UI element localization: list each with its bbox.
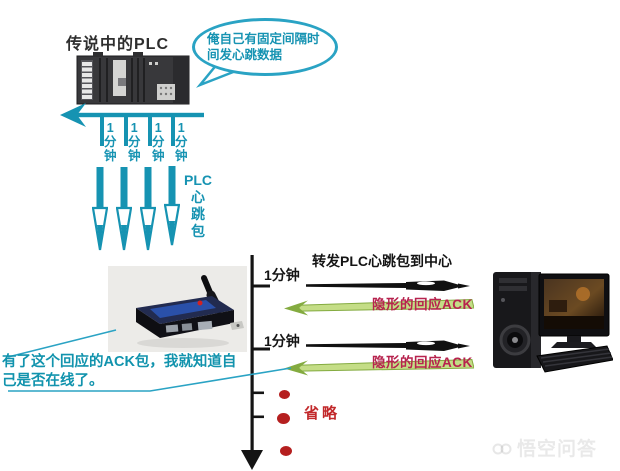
- packet-arrow-icon: [306, 340, 470, 351]
- plc-device-image: [76, 52, 190, 105]
- timeline-interval-1: 1分钟: [264, 267, 300, 283]
- plc-heartbeat-label: PLC 心 跳 包: [184, 172, 212, 239]
- heartbeat-arrow-icon: [92, 167, 108, 251]
- ack-arrow-icon: [284, 359, 475, 376]
- down-arrowhead-icon: [241, 450, 263, 470]
- ack-label-1: 隐形的回应ACK: [372, 297, 473, 312]
- interval-label-2: 1 分 钟: [128, 121, 141, 163]
- plc-title: 传说中的PLC: [66, 36, 170, 53]
- heartbeat-arrow-icon: [164, 166, 180, 246]
- router-device-image: [136, 275, 244, 348]
- plc-interval-axis: [60, 103, 204, 146]
- heartbeat-arrow-icon: [140, 167, 156, 251]
- ellipsis-dot: [279, 390, 290, 399]
- watermark-text: 悟空问答: [517, 438, 598, 460]
- watermark: 悟空问答: [492, 432, 618, 462]
- center-timeline-axis: [241, 255, 270, 470]
- ack-arrow-icon: [284, 299, 475, 316]
- forward-heartbeat-label: 转发PLC心跳包到中心: [312, 253, 452, 269]
- server-computer-image: [493, 272, 613, 373]
- ack-label-2: 隐形的回应ACK: [372, 355, 473, 370]
- watermark-logo-icon: [492, 443, 512, 455]
- timeline-interval-2: 1分钟: [264, 333, 300, 349]
- packet-arrow-icon: [306, 280, 470, 291]
- ellipsis-dot: [277, 413, 290, 424]
- interval-label-4: 1 分 钟: [175, 121, 188, 163]
- interval-label-1: 1 分 钟: [104, 121, 117, 163]
- interval-label-3: 1 分 钟: [152, 121, 165, 163]
- speech-bubble-text: 俺自己有固定间隔时 间发心跳数据: [207, 32, 320, 62]
- ellipsis-dot: [280, 446, 292, 456]
- left-arrowhead-icon: [60, 103, 86, 127]
- speech-bubble: 俺自己有固定间隔时 间发心跳数据: [192, 18, 338, 76]
- online-status-callout: 有了这个回应的ACK包，我就知道自 己是否在线了。: [2, 354, 237, 389]
- heartbeat-arrow-icon: [116, 167, 132, 251]
- omitted-label: 省略: [304, 405, 341, 422]
